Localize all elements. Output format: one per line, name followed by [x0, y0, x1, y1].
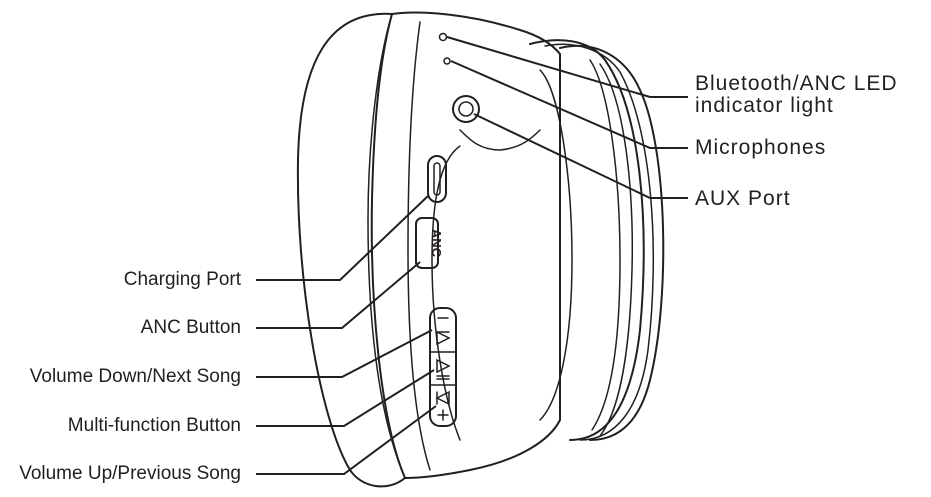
leader-led — [446, 36, 688, 98]
anc-button — [415, 217, 439, 269]
microphone-hole — [443, 57, 451, 65]
aux-port-inner — [458, 101, 474, 117]
label-led-line1: Bluetooth/ANC LED — [695, 72, 898, 95]
label-aux-port: AUX Port — [695, 187, 791, 210]
ear-cushion-inner — [367, 13, 406, 479]
label-microphones: Microphones — [695, 136, 827, 159]
ring-2 — [559, 44, 665, 441]
ring-1 — [529, 39, 645, 441]
ring-inner-3 — [599, 63, 634, 437]
leader-aux-port — [473, 113, 688, 199]
leader-anc-button — [256, 261, 421, 329]
volume-down-icon — [436, 317, 451, 346]
label-volume-up: Volume Up/Previous Song — [19, 463, 241, 484]
leader-volume-up — [256, 405, 437, 475]
ear-cushion — [296, 12, 406, 488]
ring-3 — [544, 43, 655, 441]
anc-button-text: ANC — [429, 229, 444, 258]
leader-multi-function — [256, 369, 435, 427]
led-indicator — [438, 32, 448, 42]
leader-charging-port — [256, 195, 429, 281]
charging-port — [427, 155, 447, 203]
aux-port-outer — [452, 95, 480, 123]
play-pause-icon — [436, 358, 451, 380]
earcup-ridge-2 — [431, 145, 461, 441]
label-volume-down: Volume Down/Next Song — [29, 366, 241, 387]
label-led-line2: indicator light — [695, 94, 834, 117]
volume-up-icon — [435, 390, 450, 421]
ring-inner — [539, 69, 573, 421]
earcup-housing — [391, 11, 561, 479]
control-strip — [429, 307, 457, 427]
earcup-ridge — [459, 129, 541, 151]
leader-microphones — [450, 60, 688, 149]
charging-port-slot — [433, 162, 441, 196]
label-multi-function: Multi-function Button — [67, 415, 241, 436]
leader-volume-down — [256, 329, 433, 378]
earcup-face — [407, 21, 431, 471]
label-anc-button: ANC Button — [140, 317, 241, 338]
ring-inner-2 — [589, 59, 621, 431]
label-charging-port: Charging Port — [123, 269, 241, 290]
